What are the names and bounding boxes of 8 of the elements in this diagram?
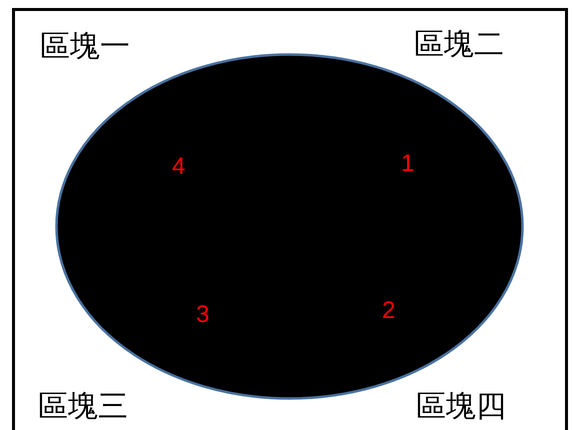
number-label: 3 <box>196 302 210 328</box>
region-label: 區塊一 <box>40 30 130 64</box>
number-label: 2 <box>382 298 396 324</box>
number-label: 4 <box>172 154 186 180</box>
region-label: 區塊四 <box>416 390 506 424</box>
region-label: 區塊二 <box>414 28 504 62</box>
number-label: 1 <box>401 151 414 177</box>
region-label: 區塊三 <box>38 390 128 424</box>
